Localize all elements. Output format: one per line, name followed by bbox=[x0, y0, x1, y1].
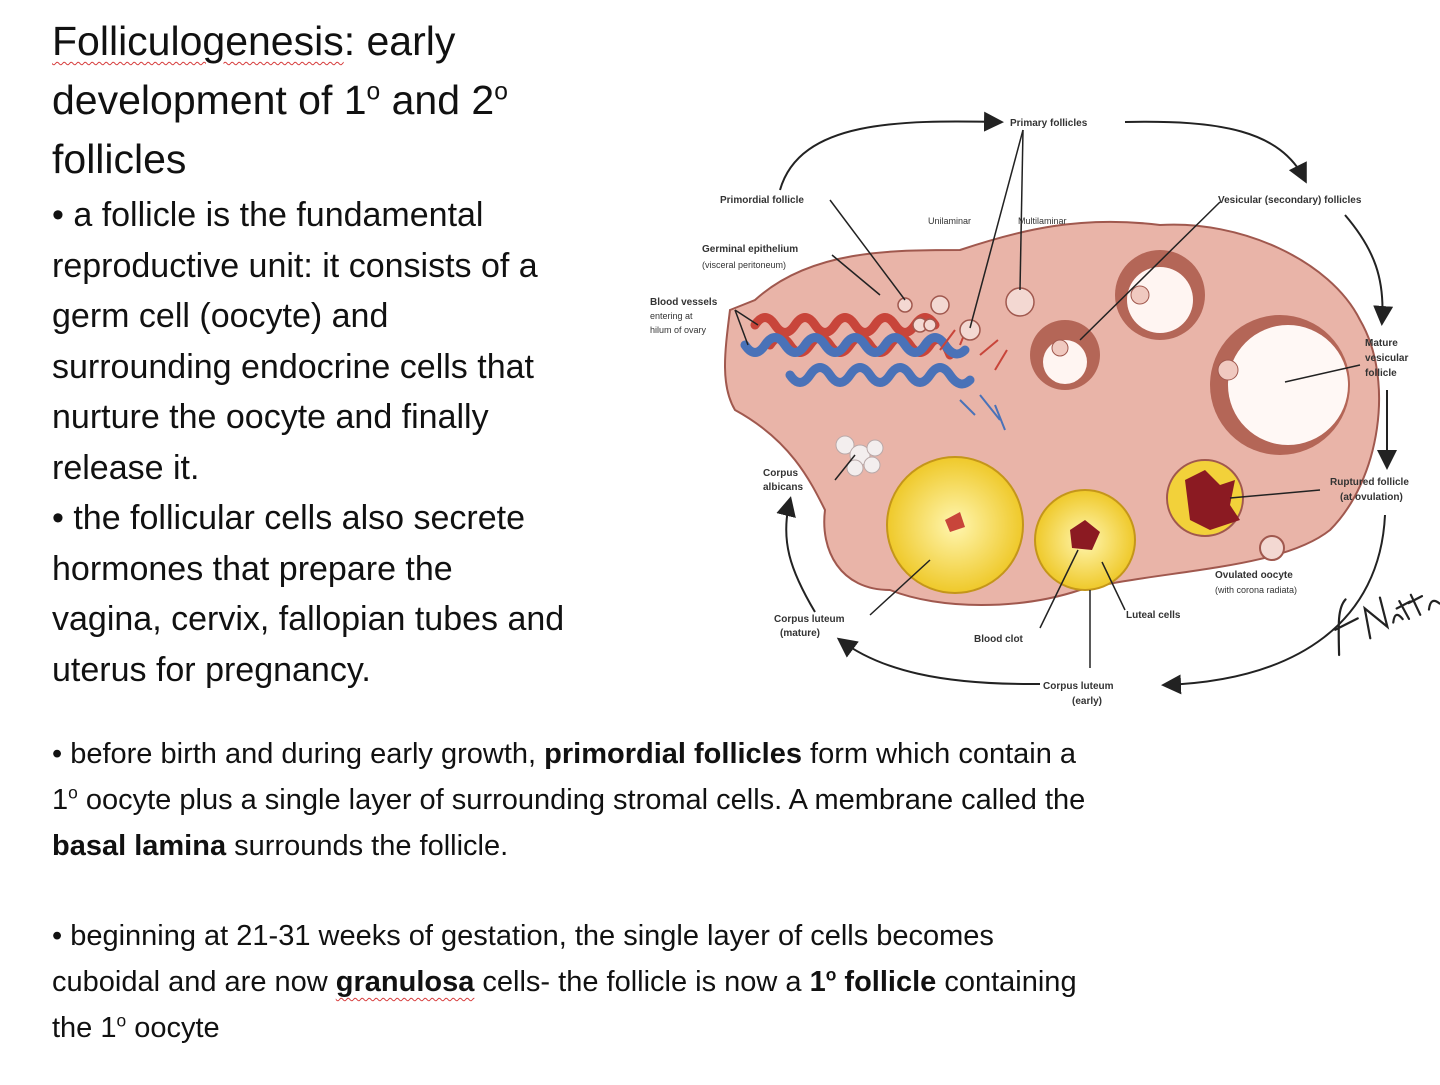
term-granulosa: granulosa bbox=[335, 966, 475, 998]
bullet1-line: germ cell (oocyte) and bbox=[52, 297, 389, 335]
vein-vessels bbox=[740, 333, 975, 389]
left-bullets: • a follicle is the fundamental reproduc… bbox=[52, 190, 652, 695]
cycle-arrow-right-1 bbox=[1344, 214, 1394, 326]
title-line-2: development of 1o and 2o bbox=[52, 77, 508, 123]
corpus-luteum-mature bbox=[886, 456, 1024, 594]
label-corpus-luteum-mature: Corpus luteum bbox=[774, 614, 845, 625]
cycle-arrow-bottom bbox=[836, 637, 1041, 686]
label-multilaminar: Multilaminar bbox=[1018, 216, 1067, 226]
bottom-bullet-2: • beginning at 21-31 weeks of gestation,… bbox=[52, 920, 1077, 1044]
label-unilaminar: Unilaminar bbox=[928, 216, 971, 226]
title-term: Folliculogenesis bbox=[52, 18, 344, 64]
ruptured-follicle bbox=[1166, 459, 1244, 537]
svg-text:(at ovulation): (at ovulation) bbox=[1340, 492, 1403, 503]
bullet1-line: nurture the oocyte and finally bbox=[52, 398, 489, 436]
cycle-arrow-top-right bbox=[1124, 120, 1307, 184]
slide-title: Folliculogenesis: early development of 1… bbox=[52, 12, 652, 189]
title-line-3: follicles bbox=[52, 136, 187, 182]
mature-follicle bbox=[1210, 315, 1350, 455]
bullet1-line: release it. bbox=[52, 448, 200, 487]
corpus-albicans bbox=[835, 435, 884, 477]
svg-text:(with corona radiata): (with corona radiata) bbox=[1215, 585, 1297, 595]
label-corpus-luteum-early: Corpus luteum bbox=[1043, 681, 1114, 692]
bullet1-line: • a follicle is the fundamental bbox=[52, 196, 484, 234]
small-follicles bbox=[897, 287, 1035, 341]
label-ruptured-follicle: Ruptured follicle bbox=[1330, 477, 1409, 488]
ovary-cycle-diagram: Primary follicles Primordial follicle Un… bbox=[650, 111, 1440, 707]
label-primary-follicles: Primary follicles bbox=[1010, 118, 1088, 129]
leader-lines bbox=[734, 129, 1361, 668]
svg-text:(mature): (mature) bbox=[780, 628, 820, 639]
cycle-arrow-bottom-right bbox=[1161, 514, 1386, 695]
bullet2-line: vagina, cervix, fallopian tubes and bbox=[52, 600, 565, 638]
svg-text:follicle: follicle bbox=[1365, 368, 1397, 379]
corpus-luteum-early bbox=[1034, 489, 1136, 591]
label-luteal-cells: Luteal cells bbox=[1126, 610, 1181, 621]
label-germinal-epithelium: Germinal epithelium bbox=[702, 244, 798, 255]
label-blood-vessels: Blood vessels bbox=[650, 297, 718, 308]
label-visceral-peritoneum: (visceral peritoneum) bbox=[702, 260, 786, 270]
bullet2-line: hormones that prepare the bbox=[52, 549, 453, 588]
bullet2-line: uterus for pregnancy. bbox=[52, 650, 371, 689]
cycle-arrow-left bbox=[776, 496, 816, 613]
ovulated-oocyte bbox=[1259, 535, 1285, 561]
bullet1-line: reproductive unit: it consists of a bbox=[52, 246, 538, 285]
bottom-bullet-1: • before birth and during early growth, … bbox=[52, 738, 1086, 862]
title-line-1: Folliculogenesis: early bbox=[52, 18, 456, 64]
svg-text:(early): (early) bbox=[1072, 696, 1102, 707]
term-primordial-follicles: primordial follicles bbox=[544, 738, 802, 770]
label-ovulated-oocyte: Ovulated oocyte bbox=[1215, 570, 1293, 581]
label-blood-clot: Blood clot bbox=[974, 634, 1024, 645]
label-vesicular-follicles: Vesicular (secondary) follicles bbox=[1218, 195, 1362, 206]
svg-text:hilum of ovary: hilum of ovary bbox=[650, 325, 707, 335]
label-mature-follicle: Mature bbox=[1365, 338, 1398, 349]
netter-signature bbox=[1334, 593, 1440, 657]
cycle-arrow-top-left bbox=[779, 111, 1004, 191]
label-corpus-albicans: Corpus bbox=[763, 468, 798, 479]
label-primordial-follicle: Primordial follicle bbox=[720, 195, 804, 206]
svg-text:entering at: entering at bbox=[650, 311, 693, 321]
svg-text:albicans: albicans bbox=[763, 482, 803, 493]
svg-text:vesicular: vesicular bbox=[1365, 353, 1408, 364]
term-basal-lamina: basal lamina bbox=[52, 830, 227, 862]
secondary-follicles bbox=[1030, 250, 1205, 390]
bullet2-line: • the follicular cells also secrete bbox=[52, 499, 525, 537]
bullet1-line: surrounding endocrine cells that bbox=[52, 347, 534, 386]
term-primary-follicle: 1o follicle bbox=[809, 964, 937, 998]
